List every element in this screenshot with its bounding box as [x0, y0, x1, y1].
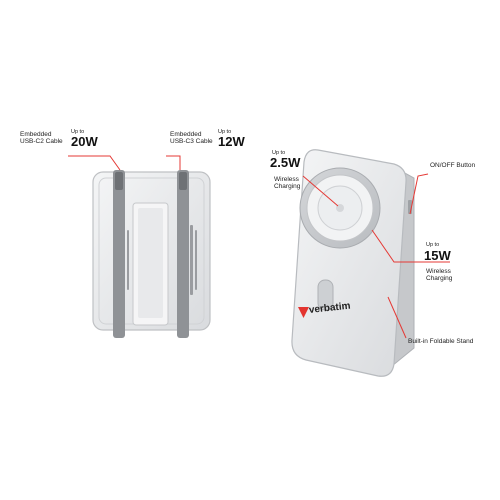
left-callout-lines — [68, 155, 181, 171]
usb-c2-watt: 20W — [71, 134, 98, 149]
usb-c2-label: Embedded USB-C2 Cable — [20, 131, 63, 146]
onoff-button-label: ON/OFF Button — [430, 162, 476, 169]
usb-c2-cable — [113, 170, 125, 338]
usb-c2-upto: Up to — [71, 129, 85, 135]
wireless-2-5w-label: Wireless Charging — [274, 176, 301, 191]
right-callout-lines — [302, 173, 450, 339]
usb-c3-upto: Up to — [218, 129, 232, 135]
wireless-2-5w-watt: 2.5W — [270, 155, 301, 170]
wireless-15w-upto: Up to — [426, 242, 440, 248]
usb-c3-cable — [177, 170, 189, 338]
usb-c3-label: Embedded USB-C3 Cable — [170, 131, 213, 146]
usb-c3-watt: 12W — [218, 134, 245, 149]
wireless-2-5w-upto: Up to — [272, 150, 286, 156]
wireless-15w-label: Wireless Charging — [426, 268, 453, 283]
wireless-15w-watt: 15W — [424, 248, 451, 263]
verbatim-logo — [298, 307, 309, 318]
foldable-stand-label: Built-in Foldable Stand — [408, 338, 474, 345]
left-power-bank — [92, 170, 211, 338]
right-power-bank — [291, 149, 415, 377]
